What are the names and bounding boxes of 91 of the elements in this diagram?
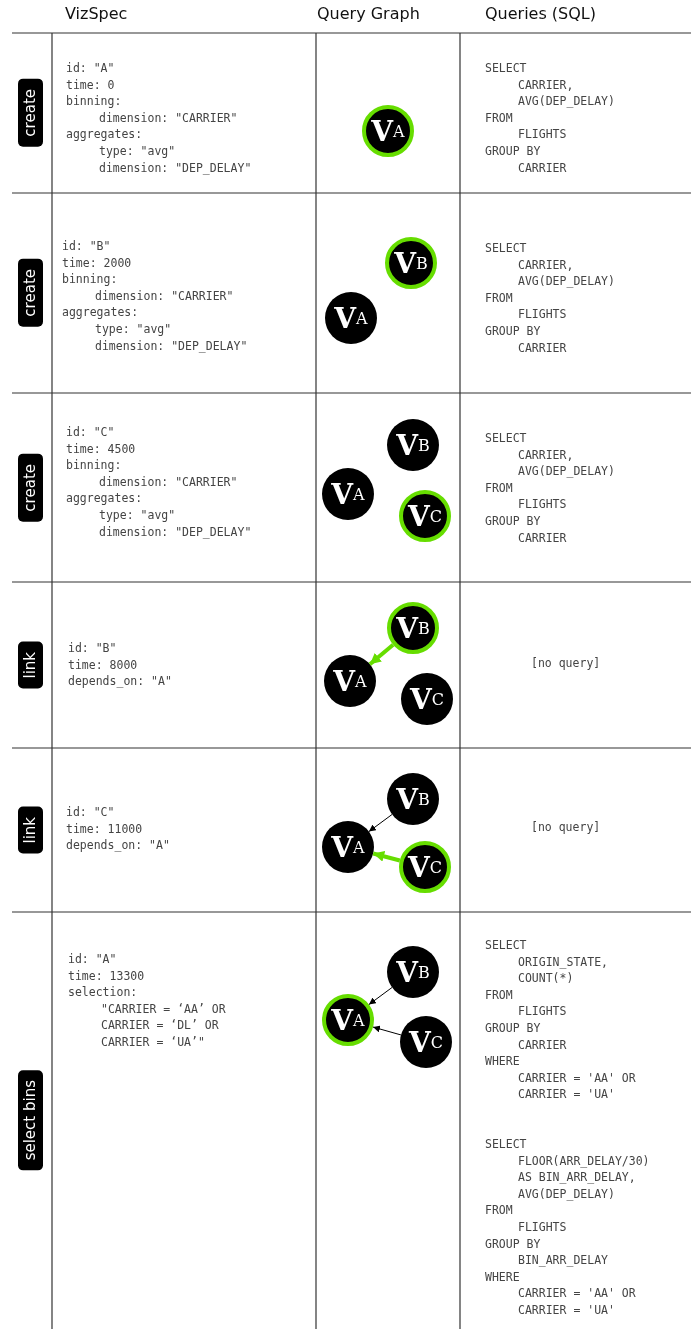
spec-line: id: "B" xyxy=(68,641,117,655)
spec-line: id: "A" xyxy=(68,952,117,966)
column-header: VizSpec xyxy=(65,4,128,23)
sql-line: FLOOR(ARR_DELAY/30) xyxy=(518,1153,650,1168)
sql-line: CARRIER xyxy=(518,1037,567,1052)
sql-line: CARRIER xyxy=(518,530,567,545)
spec-line: time: 4500 xyxy=(66,441,136,456)
spec-line: aggregates: xyxy=(66,491,143,506)
sql-line: CARRIER = 'UA' xyxy=(518,1087,615,1102)
sql-line: FLIGHTS xyxy=(518,497,567,512)
sql-line: FROM xyxy=(485,1203,513,1218)
spec-line: time: 13300 xyxy=(68,968,145,983)
sql-line: CARRIER = 'AA' OR xyxy=(518,1286,636,1301)
sql-line: SELECT xyxy=(485,241,527,255)
arrow xyxy=(368,986,393,1006)
action-tag: link xyxy=(18,641,43,689)
spec-line: dimension: "CARRIER" xyxy=(99,474,238,489)
spec-line: id: "A" xyxy=(66,61,115,75)
sql-line: FLIGHTS xyxy=(518,307,567,322)
action-tag: create xyxy=(18,259,43,327)
spec-line: dimension: "CARRIER" xyxy=(95,288,234,303)
column-header: Query Graph xyxy=(317,4,420,23)
spec-line: id: "C" xyxy=(66,805,115,819)
sql-line: WHERE xyxy=(485,1054,520,1069)
action-tag: link xyxy=(18,806,43,854)
action-tag: create xyxy=(18,79,43,147)
sql-line: CARRIER, xyxy=(518,257,574,272)
sql-line: FROM xyxy=(485,110,513,125)
sql-line: AS BIN_ARR_DELAY, xyxy=(518,1170,636,1185)
spec-line: dimension: "DEP_DELAY" xyxy=(99,160,252,175)
spec-line: CARRIER = ‘DL’ OR xyxy=(101,1018,219,1033)
spec-line: type: "avg" xyxy=(95,322,172,336)
spec-line: time: 11000 xyxy=(66,821,143,836)
sql-line: AVG(DEP_DELAY) xyxy=(518,94,615,109)
spec-line: time: 8000 xyxy=(68,657,138,672)
spec-line: selection: xyxy=(68,985,138,1000)
sql-line: GROUP BY xyxy=(485,1236,541,1251)
sql-line: FROM xyxy=(485,480,513,495)
arrow xyxy=(372,851,401,863)
placeholder-text: [no query] xyxy=(531,656,601,670)
sql-line: AVG(DEP_DELAY) xyxy=(518,1186,615,1201)
sql-line: ORIGIN_STATE, xyxy=(518,954,608,969)
spec-line: depends_on: "A" xyxy=(66,838,170,853)
sql-line: CARRIER, xyxy=(518,77,574,92)
sql-line: AVG(DEP_DELAY) xyxy=(518,464,615,479)
arrow xyxy=(368,643,395,666)
spec-line: id: "C" xyxy=(66,425,115,439)
sql-line: CARRIER = 'AA' OR xyxy=(518,1070,636,1085)
sql-line: AVG(DEP_DELAY) xyxy=(518,274,615,289)
spec-line: binning: xyxy=(66,94,122,109)
sql-line: SELECT xyxy=(485,61,527,75)
sql-line: CARRIER = 'UA' xyxy=(518,1303,615,1317)
sql-line: FLIGHTS xyxy=(518,1004,567,1019)
spec-line: aggregates: xyxy=(62,305,139,320)
spec-line: binning: xyxy=(62,272,118,287)
spec-line: dimension: "DEP_DELAY" xyxy=(95,338,248,353)
spec-line: binning: xyxy=(66,458,122,473)
sql-line: GROUP BY xyxy=(485,514,541,528)
spec-line: "CARRIER = ‘AA’ OR xyxy=(101,1001,226,1016)
spec-line: aggregates: xyxy=(66,127,143,142)
spec-line: time: 0 xyxy=(66,77,115,92)
sql-line: FROM xyxy=(485,290,513,305)
spec-line: depends_on: "A" xyxy=(68,674,172,689)
spec-line: dimension: "CARRIER" xyxy=(99,110,238,125)
spec-line: type: "avg" xyxy=(99,144,176,158)
spec-line: CARRIER = ‘UA’" xyxy=(101,1035,205,1049)
arrow xyxy=(372,1025,402,1036)
sql-line: FLIGHTS xyxy=(518,1220,567,1234)
sql-line: GROUP BY xyxy=(485,144,541,158)
spec-line: time: 2000 xyxy=(62,255,132,270)
column-header: Queries (SQL) xyxy=(485,4,596,23)
placeholder-text: [no query] xyxy=(531,820,601,834)
sql-line: GROUP BY xyxy=(485,324,541,338)
spec-line: id: "B" xyxy=(62,239,111,253)
sql-line: CARRIER, xyxy=(518,447,574,462)
arrow xyxy=(368,813,393,833)
action-tag: create xyxy=(18,453,43,522)
sql-line: SELECT xyxy=(485,938,527,952)
sql-line: FROM xyxy=(485,987,513,1002)
sql-line: WHERE xyxy=(485,1269,520,1284)
sql-line: COUNT(*) xyxy=(518,971,574,986)
sql-line: CARRIER xyxy=(518,340,567,355)
spec-line: type: "avg" xyxy=(99,508,176,522)
sql-line: FLIGHTS xyxy=(518,127,567,142)
sql-line: SELECT xyxy=(485,1137,527,1151)
sql-line: GROUP BY xyxy=(485,1021,541,1035)
sql-line: BIN_ARR_DELAY xyxy=(518,1253,608,1268)
sql-line: CARRIER xyxy=(518,160,567,175)
action-tag: select bins xyxy=(18,1070,43,1171)
sql-line: SELECT xyxy=(485,431,527,445)
spec-line: dimension: "DEP_DELAY" xyxy=(99,524,252,539)
